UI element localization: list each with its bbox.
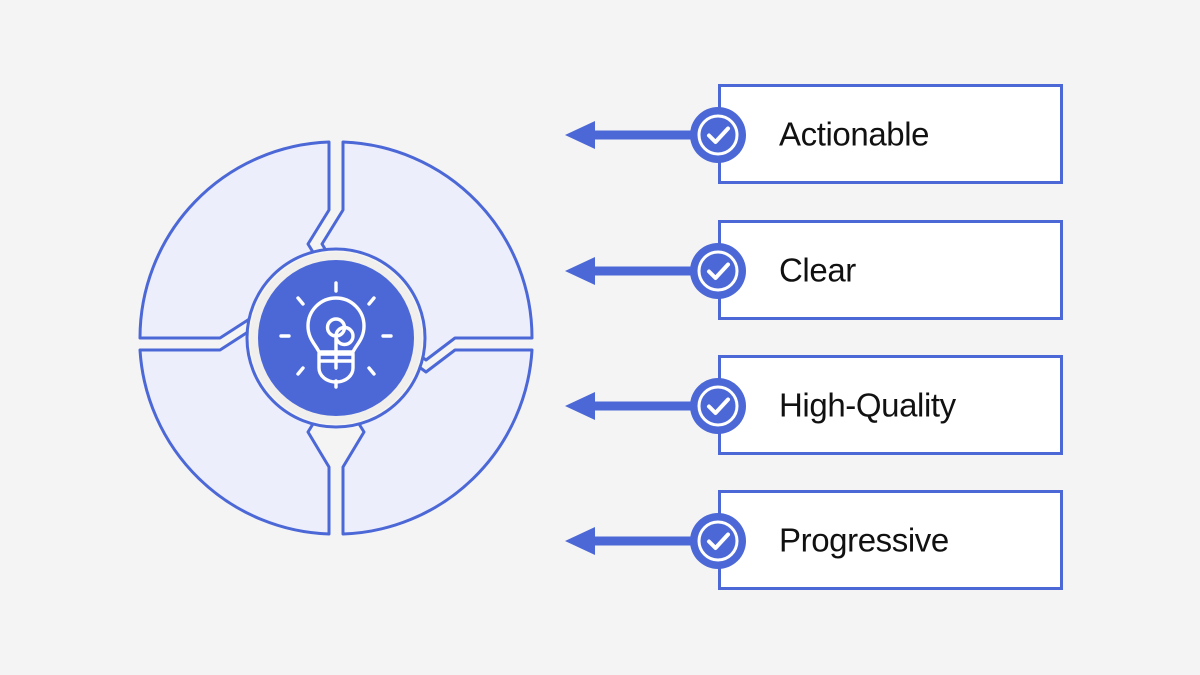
- check-circle-icon[interactable]: [690, 243, 746, 299]
- hub-outer-ring: [245, 247, 427, 429]
- item-label: High-Quality: [779, 386, 956, 424]
- arrow-left-icon: [565, 527, 725, 555]
- list-item[interactable]: Progressive: [560, 490, 1080, 592]
- list-item[interactable]: Actionable: [560, 84, 1080, 186]
- item-label: Progressive: [779, 521, 949, 559]
- item-label: Actionable: [779, 115, 930, 153]
- check-circle-icon[interactable]: [690, 378, 746, 434]
- card[interactable]: Clear: [718, 220, 1063, 320]
- arrow-left-icon: [565, 121, 725, 149]
- lightbulb-icon: [279, 281, 393, 389]
- check-circle-icon[interactable]: [690, 513, 746, 569]
- arrow-left-icon: [565, 392, 725, 420]
- check-circle-icon[interactable]: [690, 107, 746, 163]
- wheel-svg: [138, 140, 534, 536]
- list-item[interactable]: High-Quality: [560, 355, 1080, 457]
- card[interactable]: High-Quality: [718, 355, 1063, 455]
- arrow-left-icon: [565, 257, 725, 285]
- card[interactable]: Actionable: [718, 84, 1063, 184]
- list-item[interactable]: Clear: [560, 220, 1080, 322]
- card[interactable]: Progressive: [718, 490, 1063, 590]
- wheel-diagram: [130, 132, 542, 544]
- item-label: Clear: [779, 251, 856, 289]
